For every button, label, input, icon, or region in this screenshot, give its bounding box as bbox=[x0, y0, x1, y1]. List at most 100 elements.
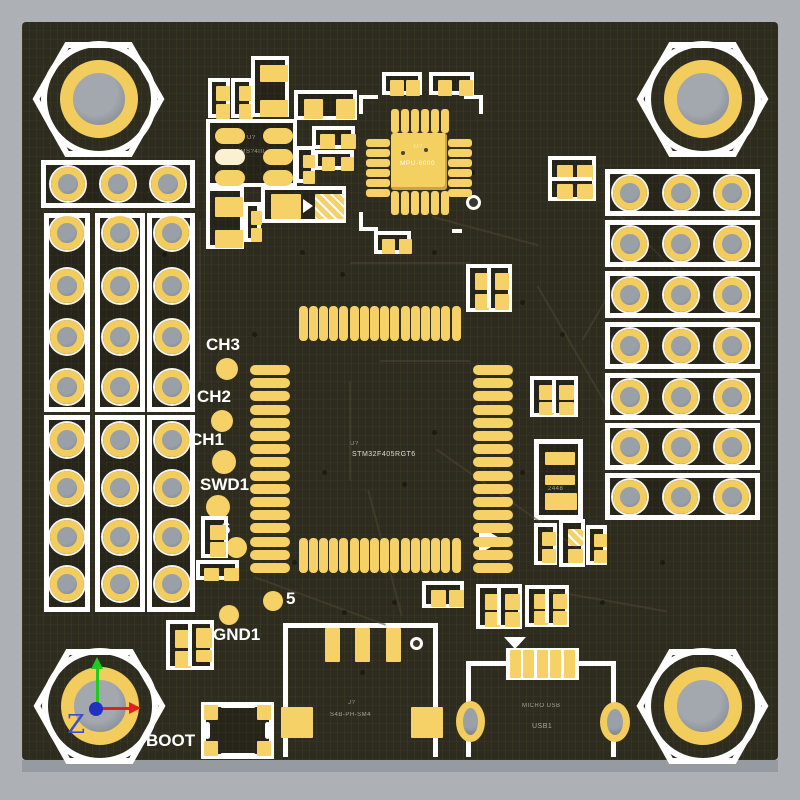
smd-pad[interactable] bbox=[224, 568, 239, 581]
mcu-pad[interactable] bbox=[359, 538, 369, 573]
imu-pad[interactable] bbox=[421, 109, 429, 133]
through-hole-pad[interactable] bbox=[101, 167, 135, 201]
imu-pad[interactable] bbox=[448, 169, 472, 177]
smd-pad[interactable] bbox=[542, 549, 556, 563]
mcu-pad[interactable] bbox=[451, 306, 461, 341]
through-hole-pad[interactable] bbox=[613, 480, 647, 514]
imu-pad[interactable] bbox=[366, 149, 390, 157]
imu-pad[interactable] bbox=[411, 191, 419, 215]
usb-pin-pad[interactable] bbox=[563, 650, 575, 678]
smd-pad[interactable] bbox=[196, 650, 212, 662]
jst-mount-pad[interactable] bbox=[281, 707, 313, 738]
smd-pad[interactable] bbox=[260, 100, 288, 117]
smd-component[interactable] bbox=[166, 620, 214, 670]
mcu-pad[interactable] bbox=[473, 431, 513, 441]
smd-pad[interactable] bbox=[251, 228, 262, 242]
mcu-pad[interactable] bbox=[431, 306, 441, 341]
smd-pad[interactable] bbox=[559, 385, 574, 400]
smd-component[interactable] bbox=[196, 560, 239, 581]
smd-component[interactable] bbox=[244, 202, 262, 242]
imu-pad[interactable] bbox=[366, 169, 390, 177]
mcu-pad[interactable] bbox=[349, 538, 359, 573]
imu-pad[interactable] bbox=[441, 109, 449, 133]
smd-pad[interactable] bbox=[390, 80, 404, 96]
through-hole-pad[interactable] bbox=[715, 176, 749, 210]
smd-pad[interactable] bbox=[315, 194, 344, 219]
plated-hole[interactable] bbox=[664, 60, 742, 138]
smd-pad[interactable] bbox=[239, 86, 253, 101]
through-hole-pad[interactable] bbox=[103, 520, 137, 554]
smd-pad[interactable] bbox=[175, 630, 191, 648]
mcu-pad[interactable] bbox=[250, 510, 290, 521]
mcu-pad[interactable] bbox=[359, 306, 369, 341]
smd-component[interactable] bbox=[295, 146, 315, 184]
through-hole-pad[interactable] bbox=[155, 216, 189, 250]
smd-component[interactable] bbox=[294, 90, 357, 120]
mcu-pad[interactable] bbox=[250, 444, 290, 455]
imu-pad[interactable] bbox=[431, 109, 439, 133]
smd-pad[interactable] bbox=[175, 651, 191, 668]
mcu-pad[interactable] bbox=[420, 306, 430, 341]
smd-component[interactable] bbox=[476, 584, 522, 629]
jst-pin-pad[interactable] bbox=[325, 628, 340, 662]
smd-component[interactable] bbox=[374, 231, 412, 254]
mcu-pad[interactable] bbox=[318, 306, 328, 341]
through-hole-pad[interactable] bbox=[664, 380, 698, 414]
smd-pad[interactable] bbox=[475, 273, 489, 290]
inductor-pad[interactable] bbox=[545, 452, 575, 465]
imu-pad[interactable] bbox=[411, 109, 419, 133]
through-hole-pad[interactable] bbox=[50, 216, 84, 250]
mcu-pad[interactable] bbox=[250, 365, 290, 375]
smd-pad[interactable] bbox=[216, 86, 230, 101]
through-hole-pad[interactable] bbox=[50, 370, 84, 404]
smd-pad[interactable] bbox=[557, 184, 573, 199]
mcu-pad[interactable] bbox=[250, 378, 290, 389]
mcu-pad[interactable] bbox=[339, 306, 349, 341]
jst-pin-pad[interactable] bbox=[386, 628, 401, 662]
through-hole-pad[interactable] bbox=[50, 269, 84, 303]
through-hole-pad[interactable] bbox=[664, 430, 698, 464]
imu-pad[interactable] bbox=[448, 159, 472, 167]
mcu-pad[interactable] bbox=[318, 538, 328, 573]
diode-component[interactable] bbox=[261, 186, 346, 223]
smd-pad[interactable] bbox=[534, 594, 548, 609]
mcu-pad[interactable] bbox=[250, 457, 290, 468]
inductor-component[interactable]: 2448 bbox=[534, 439, 583, 520]
ch1-pad[interactable] bbox=[212, 450, 236, 474]
imu-pad[interactable] bbox=[448, 189, 472, 197]
mcu-pad[interactable] bbox=[380, 306, 390, 341]
through-hole-pad[interactable] bbox=[155, 423, 189, 457]
smd-pad[interactable] bbox=[505, 594, 520, 610]
smd-component[interactable] bbox=[530, 376, 578, 417]
smd-component[interactable] bbox=[208, 78, 230, 119]
mcu-pad[interactable] bbox=[380, 538, 390, 573]
mcu-pad[interactable] bbox=[250, 417, 290, 428]
mcu-pad[interactable] bbox=[473, 365, 513, 375]
imu-pad[interactable] bbox=[391, 109, 399, 133]
mcu-pad[interactable] bbox=[390, 538, 400, 573]
mcu-pad[interactable] bbox=[349, 306, 359, 341]
mcu-pad[interactable] bbox=[250, 391, 290, 402]
smd-pad[interactable] bbox=[406, 80, 420, 96]
through-hole-pad[interactable] bbox=[715, 480, 749, 514]
through-hole-pad[interactable] bbox=[103, 423, 137, 457]
smd-pad[interactable] bbox=[594, 534, 607, 547]
smd-pad[interactable] bbox=[382, 239, 395, 254]
smd-component[interactable] bbox=[466, 264, 512, 312]
through-hole-pad[interactable] bbox=[715, 380, 749, 414]
mcu-pad[interactable] bbox=[298, 306, 308, 341]
smd-pad[interactable] bbox=[257, 741, 271, 756]
smd-pad[interactable] bbox=[475, 294, 489, 310]
mcu-pad[interactable] bbox=[473, 417, 513, 428]
mcu-pad[interactable] bbox=[441, 306, 451, 341]
mcu-pad[interactable] bbox=[473, 470, 513, 481]
mcu-pad[interactable] bbox=[298, 538, 308, 573]
smd-pad[interactable] bbox=[239, 104, 253, 119]
imu-pad[interactable] bbox=[401, 109, 409, 133]
mcu-pad[interactable] bbox=[308, 538, 318, 573]
mcu-pad[interactable] bbox=[410, 306, 420, 341]
smd-pad[interactable] bbox=[260, 65, 288, 82]
plated-hole[interactable] bbox=[664, 667, 742, 745]
mcu-pad[interactable] bbox=[441, 538, 451, 573]
smd-pad[interactable] bbox=[542, 532, 556, 546]
